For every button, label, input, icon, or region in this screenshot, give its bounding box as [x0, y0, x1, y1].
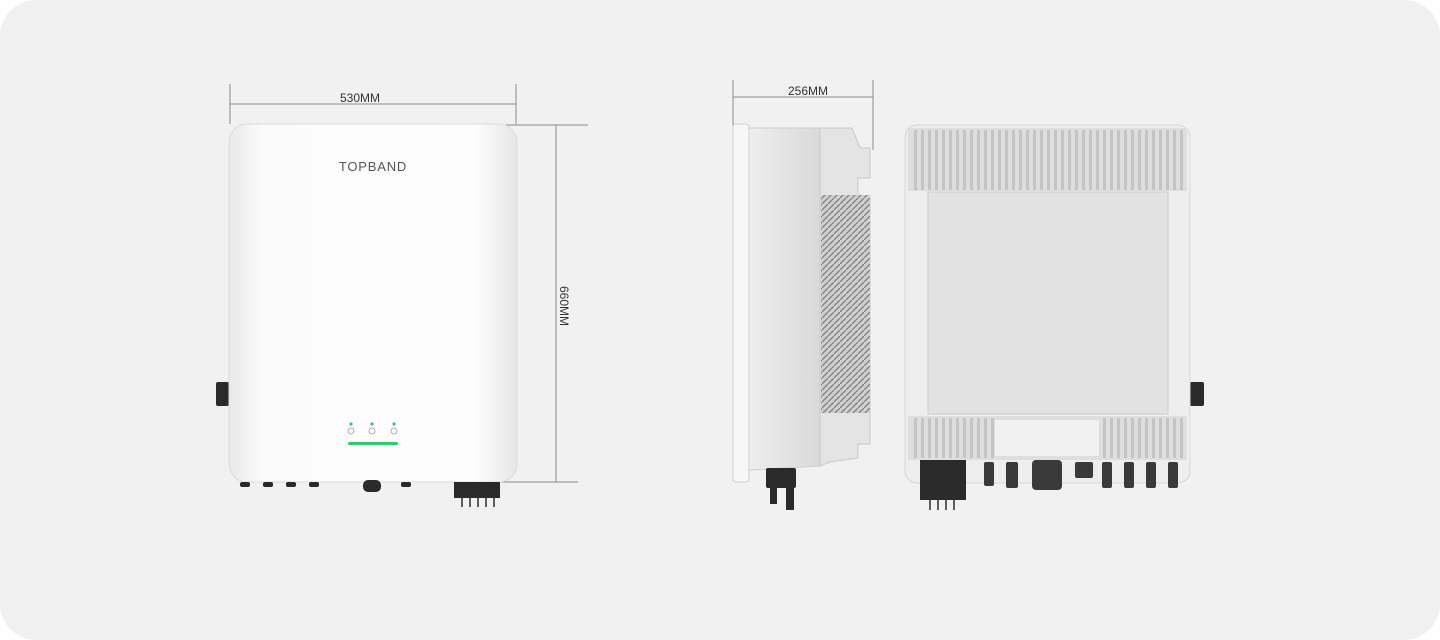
- heatsink-fin: [942, 130, 945, 190]
- heatsink-fin: [1124, 418, 1127, 458]
- heatsink-fin: [1152, 418, 1155, 458]
- heatsink-fin: [956, 130, 959, 190]
- heatsink-fin: [1180, 130, 1183, 190]
- heatsink-fin: [1061, 130, 1064, 190]
- brand-logo: TOPBAND: [339, 159, 407, 174]
- heatsink-fin: [914, 130, 917, 190]
- heatsink-fin: [1054, 130, 1057, 190]
- heatsink-fin: [984, 130, 987, 190]
- heatsink-fin: [1166, 130, 1169, 190]
- heatsink-fin: [1159, 418, 1162, 458]
- side-body: [748, 127, 821, 471]
- heatsink-fin: [1131, 418, 1134, 458]
- heatsink-fin: [1096, 130, 1099, 190]
- heatsink-fin: [998, 130, 1001, 190]
- depth-label: 256MM: [788, 84, 828, 98]
- heatsink-fin: [921, 418, 924, 458]
- heatsink-fin: [984, 418, 987, 458]
- heatsink-fin: [963, 130, 966, 190]
- heatsink-fin: [1145, 418, 1148, 458]
- heatsink-fin: [1117, 418, 1120, 458]
- heatsink-fin: [1166, 418, 1169, 458]
- back-terminal-block: [920, 460, 966, 510]
- heatsink-fin: [1117, 130, 1120, 190]
- heatsink-fin: [1110, 418, 1113, 458]
- side-vent: [821, 195, 870, 413]
- height-label: 660MM: [557, 286, 571, 326]
- heatsink-fin: [928, 418, 931, 458]
- heatsink-fin: [977, 418, 980, 458]
- heatsink-fin: [1138, 418, 1141, 458]
- mounting-plate: [927, 191, 1169, 415]
- heatsink-fin: [921, 130, 924, 190]
- led-bar: [348, 442, 398, 445]
- side-handle: [216, 382, 229, 406]
- heatsink-fin: [928, 130, 931, 190]
- heatsink-fin: [970, 130, 973, 190]
- heatsink-fin: [1103, 418, 1106, 458]
- heatsink-fin: [1068, 130, 1071, 190]
- heatsink-fin: [1005, 130, 1008, 190]
- heatsink-fin: [1124, 130, 1127, 190]
- bottom-connectors: [240, 480, 411, 492]
- heatsink-fin: [1033, 130, 1036, 190]
- side-front-edge: [732, 123, 750, 483]
- back-view: [904, 124, 1204, 510]
- heatsink-fin: [1019, 130, 1022, 190]
- heatsink-fin: [1173, 130, 1176, 190]
- grid-icon: [368, 427, 376, 435]
- heatsink-fin: [935, 418, 938, 458]
- bottom-heatsink-fins: [908, 416, 1187, 460]
- heatsink-fin: [1131, 130, 1134, 190]
- heatsink-fin: [949, 130, 952, 190]
- heatsink-fin: [1152, 130, 1155, 190]
- heatsink-fin: [1040, 130, 1043, 190]
- heatsink-fin: [1159, 130, 1162, 190]
- heatsink-fin: [991, 418, 994, 458]
- height-dimension: 660MM: [500, 124, 588, 483]
- heatsink-fin: [977, 130, 980, 190]
- depth-dimension: 256MM: [732, 80, 874, 150]
- heatsink-fin: [1075, 130, 1078, 190]
- heatsink-fin: [970, 418, 973, 458]
- width-label: 530MM: [340, 91, 380, 105]
- status-indicators: [347, 422, 398, 445]
- heatsink-fin: [1082, 130, 1085, 190]
- heatsink-fin: [991, 130, 994, 190]
- battery-icon: [390, 427, 398, 435]
- side-view: 256MM: [732, 80, 874, 510]
- width-dimension: 530MM: [229, 84, 517, 124]
- front-view: 530MM 660MM TOPBAND: [216, 84, 588, 507]
- heatsink-fin: [949, 418, 952, 458]
- heatsink-fin: [956, 418, 959, 458]
- heatsink-fin: [1089, 130, 1092, 190]
- heatsink-fin: [1180, 418, 1183, 458]
- terminal-block: [454, 482, 500, 507]
- heatsink-fin: [1145, 130, 1148, 190]
- heatsink-fin: [1173, 418, 1176, 458]
- heatsink-fin: [963, 418, 966, 458]
- heatsink-fin: [935, 130, 938, 190]
- side-connectors: [766, 468, 796, 510]
- top-heatsink-fins: [908, 128, 1187, 191]
- heatsink-fin: [1012, 130, 1015, 190]
- heatsink-fin: [1026, 130, 1029, 190]
- heatsink-fin: [1138, 130, 1141, 190]
- back-handle: [1190, 382, 1204, 406]
- heatsink-fin: [914, 418, 917, 458]
- heatsink-fin: [1103, 130, 1106, 190]
- heatsink-fin: [1047, 130, 1050, 190]
- power-icon: [347, 427, 355, 435]
- back-connectors: [984, 460, 1178, 490]
- heatsink-fin: [942, 418, 945, 458]
- heatsink-fin: [1110, 130, 1113, 190]
